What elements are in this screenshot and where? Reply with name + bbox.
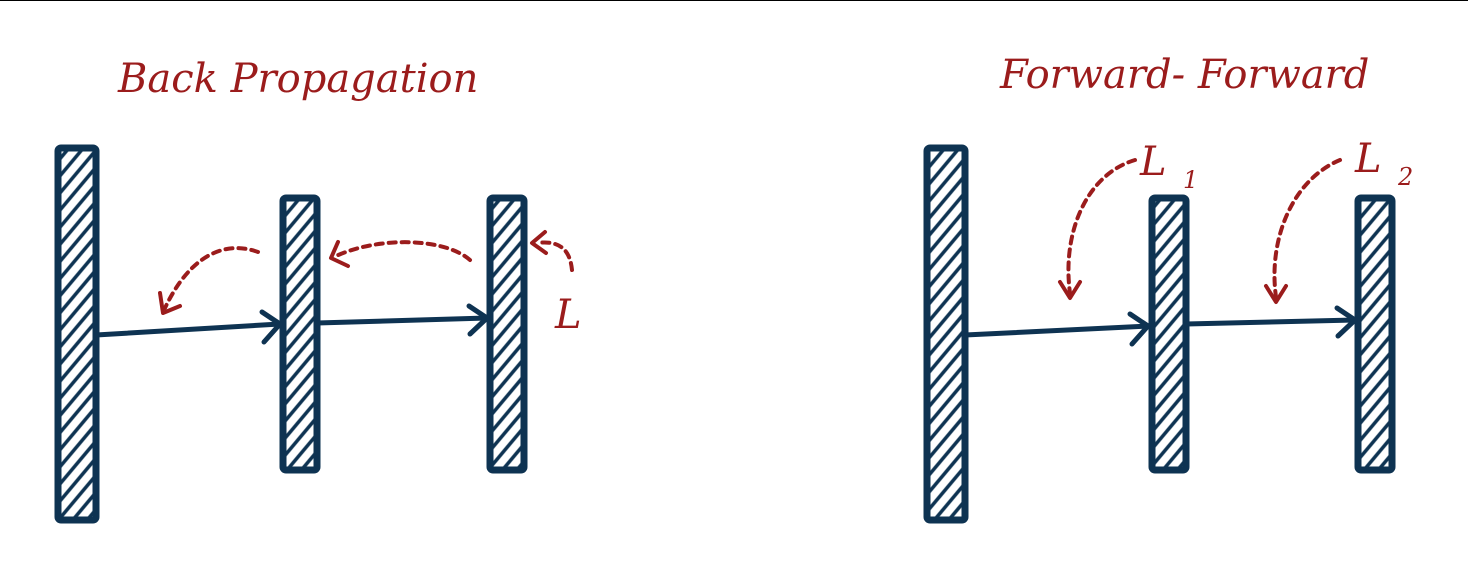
- backprop-layer-2: [279, 194, 321, 474]
- ff-forward-arrow-1: [962, 311, 1151, 347]
- ff-layer-1: [923, 144, 969, 524]
- backprop-gradient-arrow-1: [158, 246, 260, 315]
- ff-loss-arrow-1: [1058, 158, 1137, 300]
- backprop-forward-arrow-2: [314, 303, 490, 337]
- backprop-layer-3: [486, 194, 528, 474]
- ff-layer-3: [1354, 194, 1396, 474]
- backprop-title: Back Propagation: [117, 56, 478, 102]
- ff-forward-arrow-2: [1183, 305, 1358, 339]
- backprop-diagram: Back Propagation: [54, 56, 582, 524]
- backprop-forward-arrow-1: [93, 309, 283, 345]
- ff-loss-label-2: L 2: [1354, 136, 1413, 191]
- ff-loss-arrow-2: [1264, 158, 1342, 304]
- ff-layer-2: [1148, 194, 1190, 474]
- ff-loss-1-subscript: 1: [1183, 166, 1198, 194]
- ff-loss-label-1: L 1: [1139, 139, 1198, 194]
- ff-loss-2-subscript: 2: [1397, 163, 1413, 191]
- backprop-loss-label: L: [554, 292, 582, 338]
- top-border: [0, 0, 1468, 1]
- backprop-gradient-arrow-2: [329, 240, 472, 268]
- forward-forward-title: Forward- Forward: [999, 52, 1369, 98]
- ff-loss-1-symbol: L: [1139, 139, 1167, 185]
- ff-loss-2-symbol: L: [1354, 136, 1382, 182]
- backprop-gradient-arrow-loss: [530, 230, 574, 272]
- forward-forward-diagram: Forward- Forward: [923, 52, 1413, 524]
- backprop-layer-1: [54, 144, 100, 524]
